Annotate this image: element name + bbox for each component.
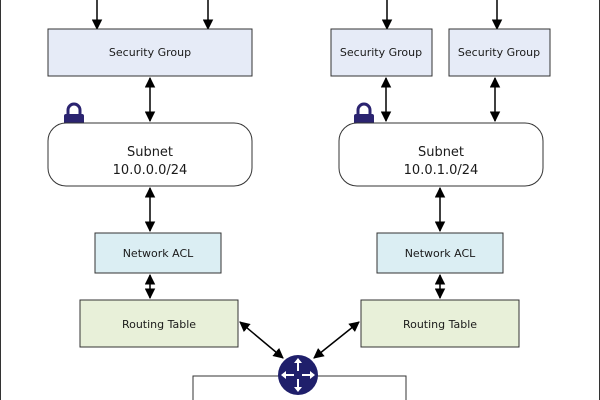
left-network-acl-label: Network ACL: [123, 247, 194, 260]
right-security-group-2-label: Security Group: [458, 46, 540, 59]
right-subnet: Subnet 10.0.1.0/24: [338, 122, 544, 187]
left-security-group: Security Group: [47, 28, 253, 77]
connector-line: [239, 321, 284, 359]
right-subnet-cidr: 10.0.1.0/24: [404, 163, 479, 178]
right-routing-table-label: Routing Table: [403, 318, 477, 331]
right-security-group-1: Security Group: [330, 28, 433, 77]
right-subnet-name: Subnet: [418, 145, 464, 160]
connector-line: [313, 321, 360, 359]
left-subnet-cidr: 10.0.0.0/24: [113, 163, 188, 178]
right-network-acl-label: Network ACL: [405, 247, 476, 260]
right-security-group-2: Security Group: [448, 28, 551, 77]
right-routing-table: Routing Table: [360, 299, 520, 348]
left-routing-table-label: Routing Table: [122, 318, 196, 331]
left-security-group-label: Security Group: [109, 46, 191, 59]
right-security-group-1-label: Security Group: [340, 46, 422, 59]
left-network-acl: Network ACL: [94, 232, 222, 274]
router-icon: [278, 355, 318, 395]
left-subnet-name: Subnet: [127, 145, 173, 160]
right-network-acl: Network ACL: [376, 232, 504, 274]
left-subnet: Subnet 10.0.0.0/24: [47, 122, 253, 187]
left-routing-table: Routing Table: [79, 299, 239, 348]
